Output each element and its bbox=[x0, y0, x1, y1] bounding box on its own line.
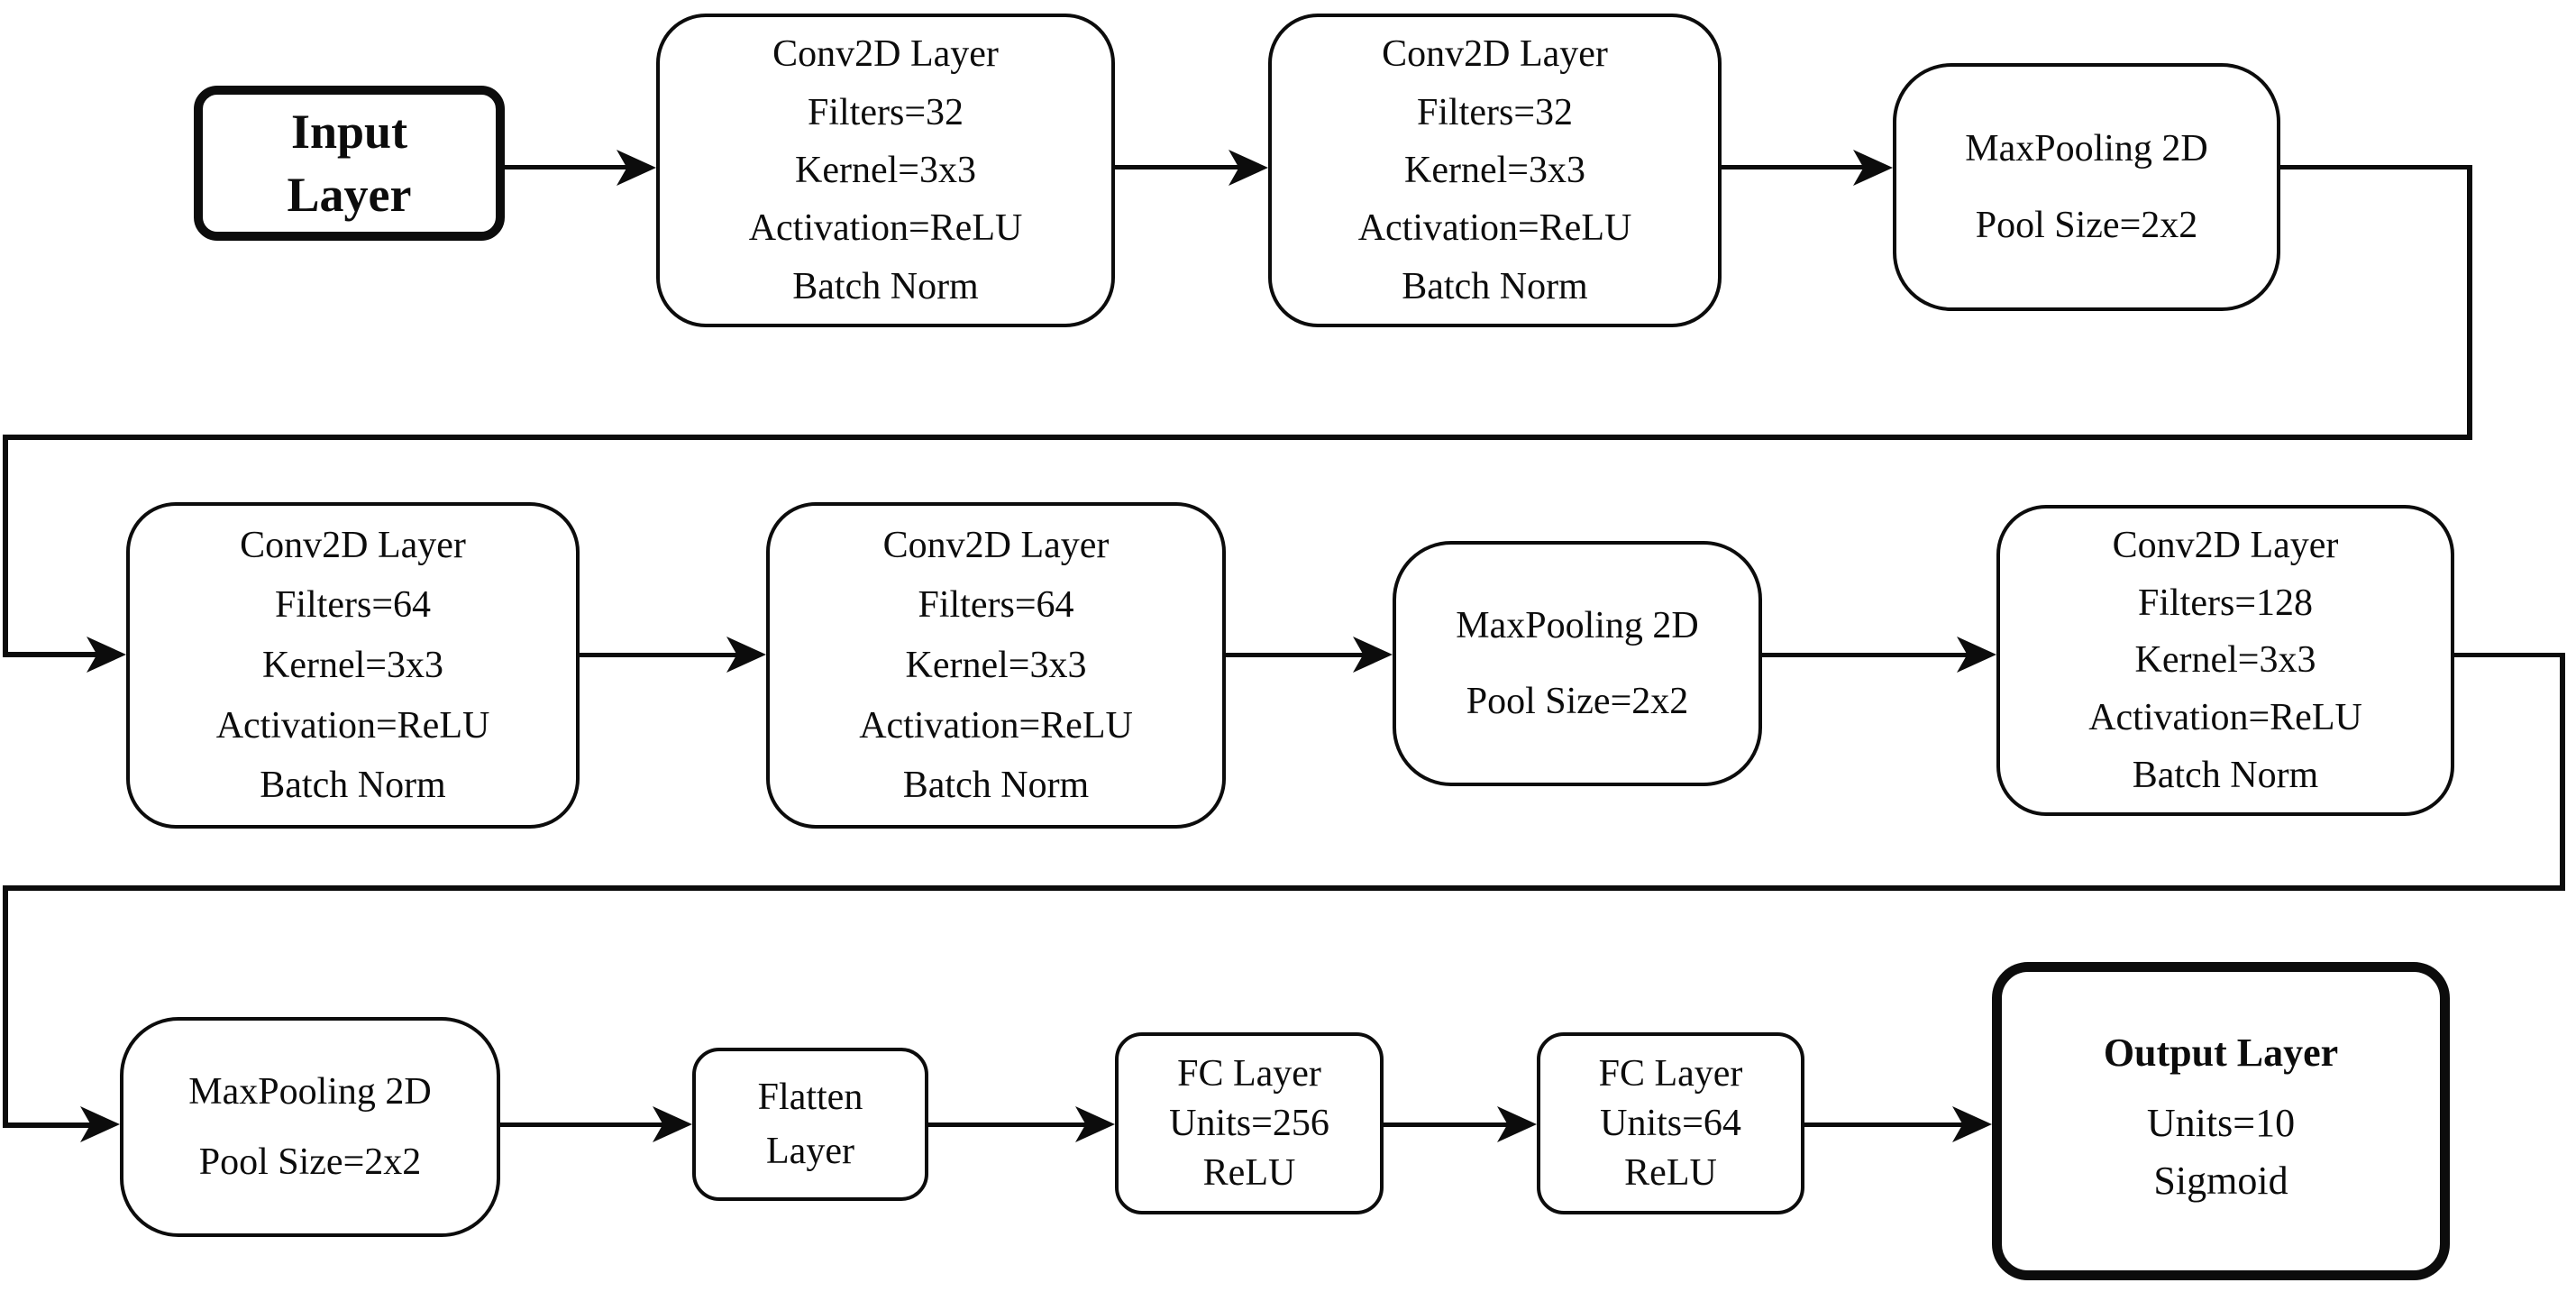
node-conv2d-32-b: Conv2D Layer Filters=32 Kernel=3x3 Activ… bbox=[1268, 14, 1722, 327]
node-line: Kernel=3x3 bbox=[795, 149, 976, 191]
node-line: Sigmoid bbox=[2153, 1158, 2288, 1203]
connector-row2-drop-right bbox=[2560, 653, 2565, 890]
node-line: Conv2D Layer bbox=[2112, 524, 2339, 566]
node-conv2d-64-b: Conv2D Layer Filters=64 Kernel=3x3 Activ… bbox=[766, 502, 1226, 829]
connector-conv2-to-maxpool1 bbox=[1722, 165, 1871, 170]
connector-row3-drop bbox=[3, 885, 8, 1126]
connector-row2-drop bbox=[3, 435, 8, 657]
connector-row2-exit bbox=[2454, 653, 2565, 657]
node-flatten-layer: Flatten Layer bbox=[692, 1048, 928, 1201]
node-line: Units=64 bbox=[1600, 1102, 1741, 1144]
node-line: Output Layer bbox=[2103, 1031, 2339, 1075]
node-line: Input bbox=[290, 104, 408, 159]
node-line: Activation=ReLU bbox=[859, 704, 1133, 747]
node-line: Pool Size=2x2 bbox=[1466, 681, 1689, 723]
connector-row3-entry bbox=[3, 1122, 98, 1128]
node-line: Activation=ReLU bbox=[215, 704, 490, 747]
node-line: Flatten bbox=[757, 1076, 863, 1118]
connector-row2-return bbox=[3, 885, 2565, 891]
node-line: Batch Norm bbox=[1402, 265, 1588, 307]
node-conv2d-128: Conv2D Layer Filters=128 Kernel=3x3 Acti… bbox=[1996, 505, 2454, 816]
node-line: Kernel=3x3 bbox=[2134, 639, 2316, 682]
connector-fc256-to-fc64 bbox=[1384, 1122, 1515, 1127]
node-line: Kernel=3x3 bbox=[1404, 149, 1585, 191]
node-line: Conv2D Layer bbox=[240, 524, 466, 566]
node-line: Units=256 bbox=[1169, 1102, 1329, 1144]
node-line: Filters=64 bbox=[918, 584, 1074, 627]
node-line: FC Layer bbox=[1598, 1052, 1743, 1095]
node-input-layer: Input Layer bbox=[194, 86, 505, 241]
node-line: Batch Norm bbox=[2132, 755, 2319, 797]
node-maxpooling-3: MaxPooling 2D Pool Size=2x2 bbox=[120, 1017, 500, 1237]
node-line: Activation=ReLU bbox=[748, 207, 1023, 250]
node-line: ReLU bbox=[1624, 1151, 1717, 1194]
node-fc-256: FC Layer Units=256 ReLU bbox=[1115, 1032, 1384, 1214]
connector-input-to-conv1 bbox=[505, 165, 635, 170]
node-line: Batch Norm bbox=[792, 265, 979, 307]
node-line: Activation=ReLU bbox=[1357, 207, 1632, 250]
connector-row1-exit bbox=[2279, 165, 2471, 170]
node-output-layer: Output Layer Units=10 Sigmoid bbox=[1992, 962, 2450, 1280]
connector-maxpool2-to-conv5 bbox=[1762, 653, 1975, 657]
connector-flatten-to-fc256 bbox=[928, 1122, 1093, 1127]
node-maxpooling-2: MaxPooling 2D Pool Size=2x2 bbox=[1393, 541, 1762, 786]
node-line: Filters=32 bbox=[1416, 91, 1574, 133]
node-line: Kernel=3x3 bbox=[262, 644, 443, 686]
connector-conv1-to-conv2 bbox=[1115, 165, 1247, 170]
node-line: Conv2D Layer bbox=[882, 524, 1110, 566]
connector-conv3-to-conv4 bbox=[580, 653, 744, 657]
node-line: Units=10 bbox=[2146, 1100, 2296, 1145]
connector-row2-entry bbox=[3, 652, 105, 657]
node-line: Activation=ReLU bbox=[2088, 697, 2362, 739]
connector-row1-drop bbox=[2467, 165, 2472, 439]
connector-maxpool3-to-flatten bbox=[500, 1122, 671, 1127]
node-line: Pool Size=2x2 bbox=[1975, 205, 2198, 247]
node-line: MaxPooling 2D bbox=[1965, 127, 2208, 170]
node-line: Conv2D Layer bbox=[772, 33, 999, 76]
node-line: Conv2D Layer bbox=[1382, 33, 1608, 76]
node-line: MaxPooling 2D bbox=[1456, 604, 1699, 646]
node-line: MaxPooling 2D bbox=[188, 1070, 432, 1113]
node-line: ReLU bbox=[1202, 1151, 1296, 1194]
node-line: FC Layer bbox=[1177, 1052, 1321, 1095]
node-line: Layer bbox=[287, 168, 412, 222]
node-line: Batch Norm bbox=[902, 765, 1090, 807]
node-conv2d-32-a: Conv2D Layer Filters=32 Kernel=3x3 Activ… bbox=[656, 14, 1115, 327]
node-line: Layer bbox=[766, 1130, 854, 1172]
node-line: Filters=128 bbox=[2137, 582, 2314, 624]
node-conv2d-64-a: Conv2D Layer Filters=64 Kernel=3x3 Activ… bbox=[126, 502, 580, 829]
node-line: Kernel=3x3 bbox=[905, 644, 1087, 686]
node-maxpooling-1: MaxPooling 2D Pool Size=2x2 bbox=[1893, 63, 2280, 311]
node-fc-64: FC Layer Units=64 ReLU bbox=[1537, 1032, 1804, 1214]
node-line: Pool Size=2x2 bbox=[198, 1141, 422, 1183]
connector-conv4-to-maxpool2 bbox=[1226, 653, 1371, 657]
connector-fc64-to-output bbox=[1804, 1122, 1970, 1127]
connector-row1-return bbox=[3, 435, 2472, 440]
node-line: Filters=32 bbox=[807, 91, 964, 133]
node-line: Batch Norm bbox=[260, 765, 446, 807]
node-line: Filters=64 bbox=[274, 584, 432, 627]
